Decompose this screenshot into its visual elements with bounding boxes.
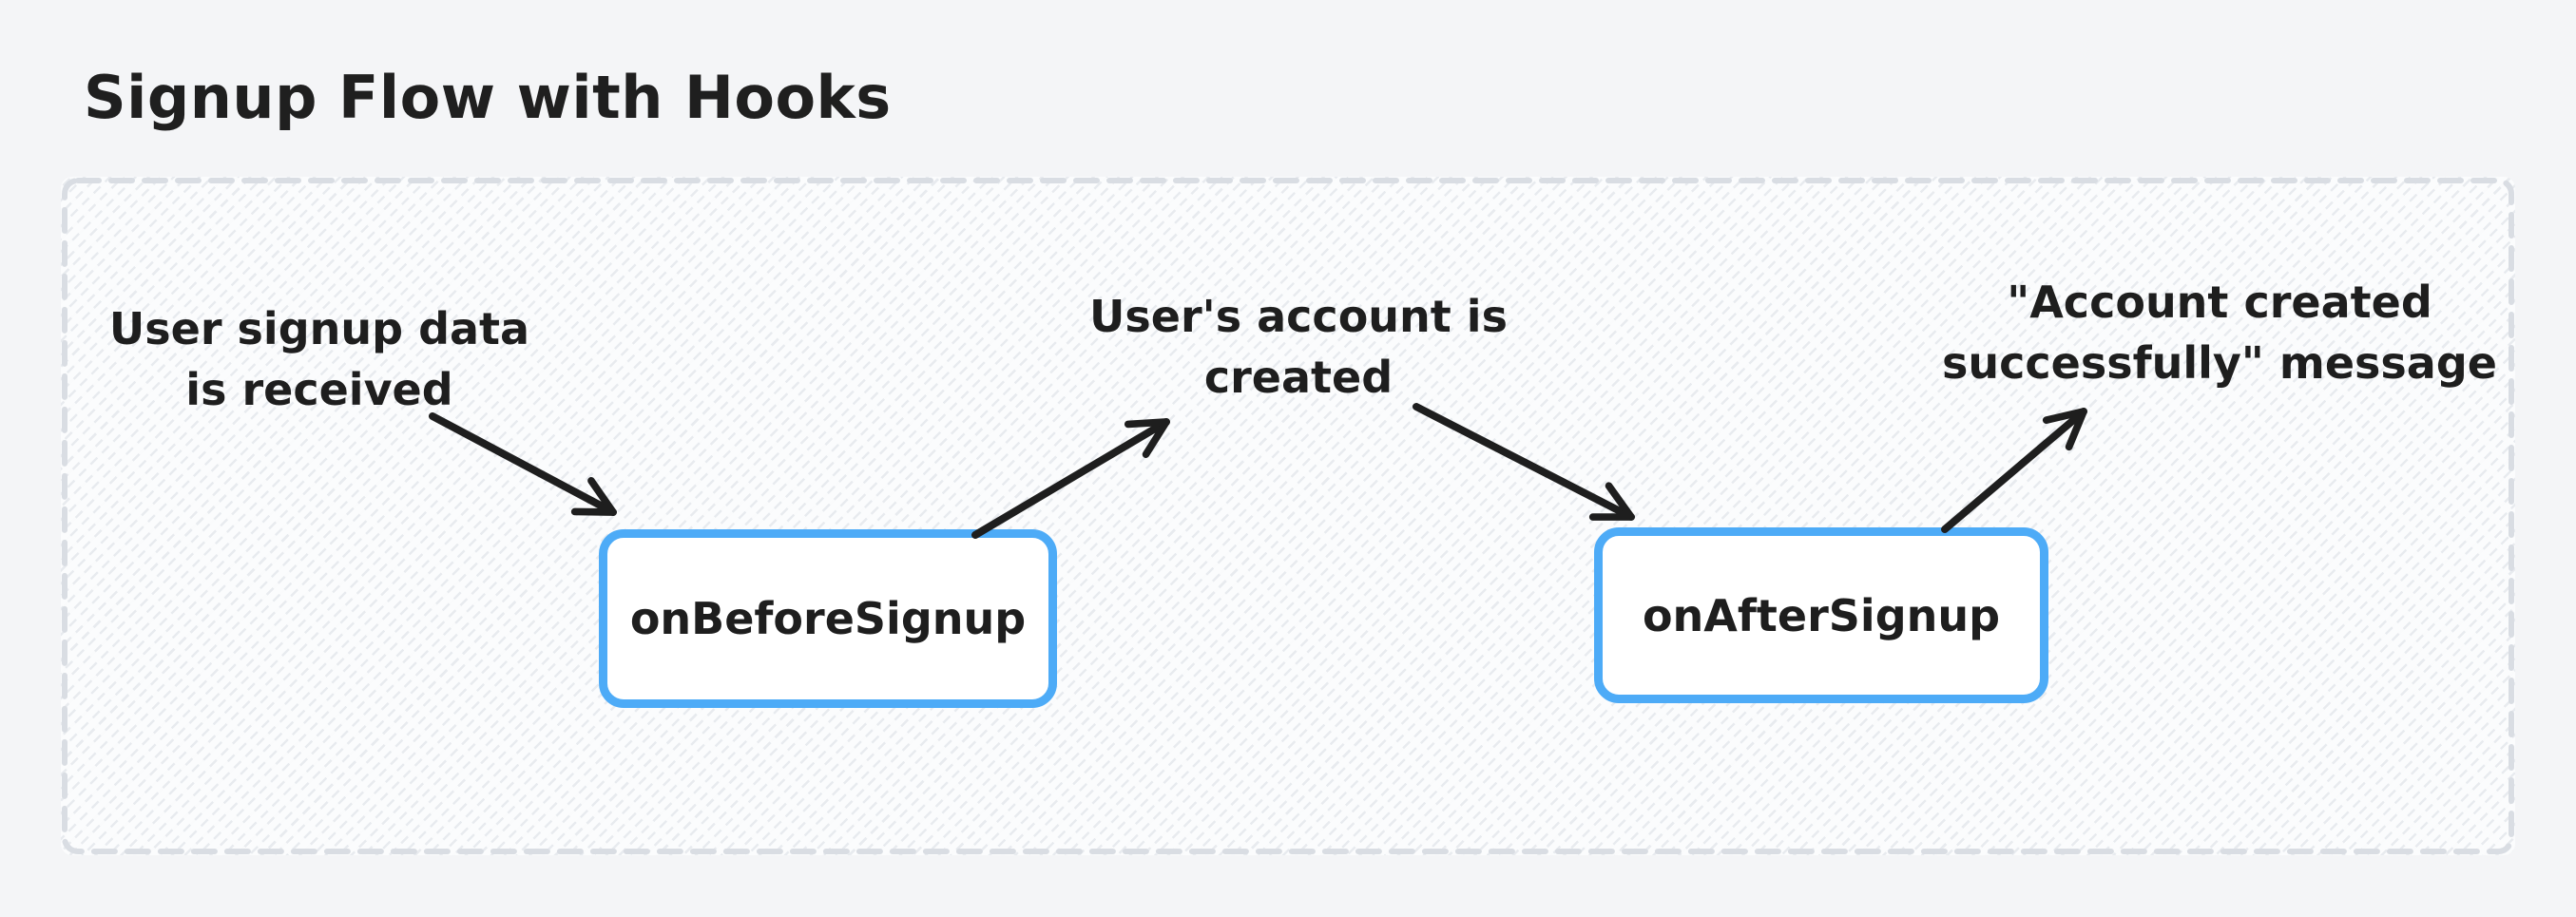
annotation-signup-data-received: User signup data is received xyxy=(63,298,576,420)
node-label: onBeforeSignup xyxy=(629,593,1027,644)
annotation-success-message: "Account created successfully" message xyxy=(1915,272,2524,393)
container-dashed-border xyxy=(62,178,2514,854)
annotation-line: is received xyxy=(185,364,453,415)
annotation-account-created: User's account is created xyxy=(1042,286,1555,408)
annotation-line: successfully" message xyxy=(1942,337,2497,389)
node-on-after-signup: onAfterSignup xyxy=(1594,527,2048,703)
annotation-line: User signup data xyxy=(108,303,530,354)
annotation-line: User's account is xyxy=(1089,291,1508,342)
annotation-line: "Account created xyxy=(2007,277,2432,328)
annotation-line: created xyxy=(1203,352,1394,403)
node-label: onAfterSignup xyxy=(1642,589,2001,641)
flow-container xyxy=(61,177,2515,855)
node-on-before-signup: onBeforeSignup xyxy=(599,529,1057,708)
page-title: Signup Flow with Hooks xyxy=(84,63,892,132)
